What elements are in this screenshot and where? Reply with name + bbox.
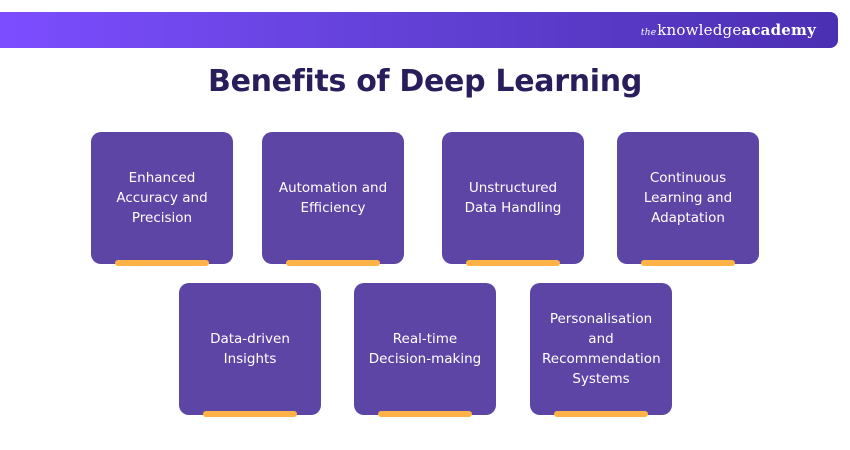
benefit-card-unstructured-data: Unstructured Data Handling	[442, 132, 584, 266]
brand-middle: knowledge	[657, 21, 742, 39]
benefit-label: Automation and Efficiency	[278, 180, 388, 216]
benefit-card-continuous-learning: Continuous Learning and Adaptation	[617, 132, 759, 266]
benefit-accent-bar	[203, 411, 297, 417]
page-title: Benefits of Deep Learning	[208, 64, 642, 99]
benefit-accent-bar	[554, 411, 648, 417]
header-banner: theknowledgeacademy	[0, 12, 838, 48]
benefit-card-box: Data-driven Insights	[179, 283, 321, 415]
brand-logo: theknowledgeacademy	[641, 19, 816, 44]
benefit-card-box: Enhanced Accuracy and Precision	[91, 132, 233, 264]
benefit-label: Personalisation and Recommendation Syste…	[542, 311, 661, 387]
benefit-card-data-driven-insights: Data-driven Insights	[179, 283, 321, 417]
benefit-card-box: Continuous Learning and Adaptation	[617, 132, 759, 264]
brand-suffix: academy	[741, 21, 816, 39]
benefit-accent-bar	[378, 411, 472, 417]
benefit-card-real-time-decisions: Real-time Decision-making	[354, 283, 496, 417]
benefit-card-box: Personalisation and Recommendation Syste…	[530, 283, 672, 415]
benefit-label: Data-driven Insights	[210, 331, 290, 367]
benefit-card-box: Unstructured Data Handling	[442, 132, 584, 264]
benefit-label: Continuous Learning and Adaptation	[643, 170, 733, 226]
benefit-label: Enhanced Accuracy and Precision	[116, 170, 208, 226]
benefit-card-box: Real-time Decision-making	[354, 283, 496, 415]
benefit-card-personalisation: Personalisation and Recommendation Syste…	[530, 283, 672, 417]
benefit-accent-bar	[115, 260, 209, 266]
brand-prefix: the	[640, 28, 657, 38]
benefit-accent-bar	[286, 260, 380, 266]
benefit-card-enhanced-accuracy: Enhanced Accuracy and Precision	[91, 132, 233, 266]
benefit-label: Unstructured Data Handling	[464, 180, 562, 216]
benefit-card-automation: Automation and Efficiency	[262, 132, 404, 266]
benefit-card-box: Automation and Efficiency	[262, 132, 404, 264]
benefit-accent-bar	[641, 260, 735, 266]
benefit-accent-bar	[466, 260, 560, 266]
benefit-label: Real-time Decision-making	[368, 331, 482, 367]
